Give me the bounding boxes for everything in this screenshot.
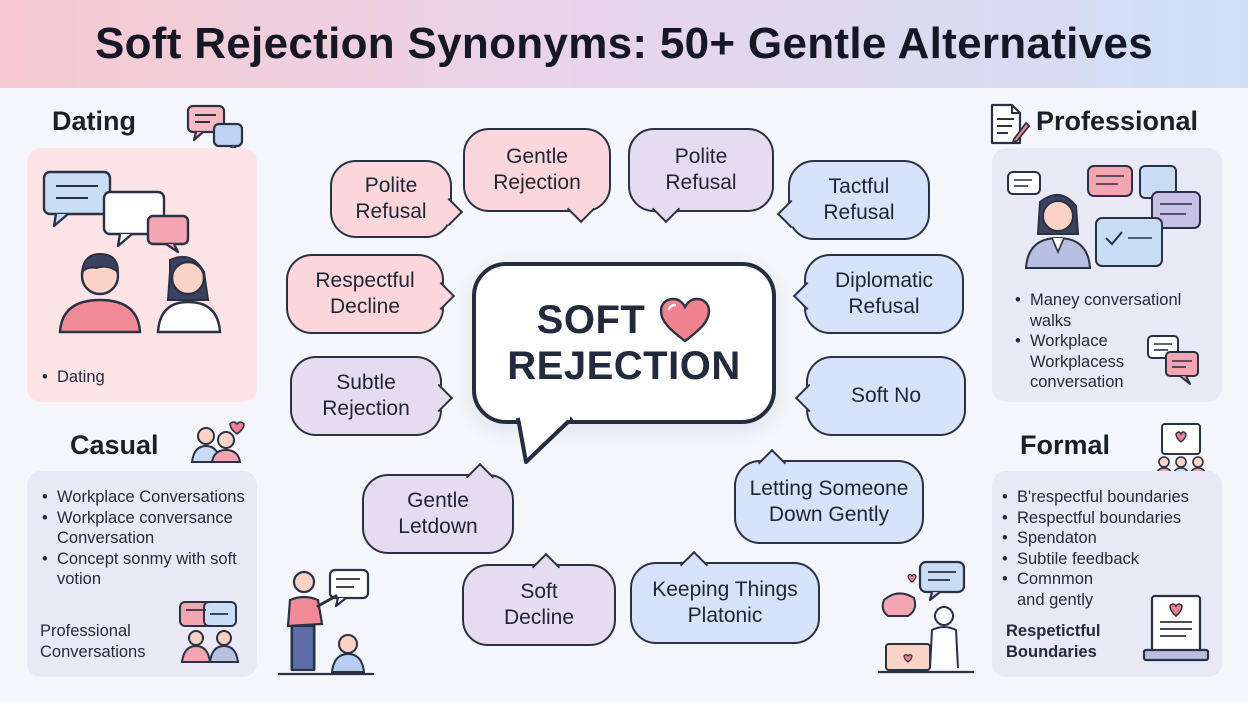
casual-footer: Professional Conversations	[40, 622, 146, 661]
title-banner: Soft Rejection Synonyms: 50+ Gentle Alte…	[0, 0, 1248, 88]
bubble-line: Down Gently	[768, 503, 890, 526]
center-title-line2: REJECTION	[507, 344, 741, 388]
speech-bubbles-icon	[186, 104, 246, 154]
bubble-line: Diplomatic	[834, 269, 934, 292]
list-item: Comnmon and gently	[1002, 569, 1122, 610]
bubble-line: Decline	[329, 295, 401, 318]
bubble-line: Letdown	[398, 515, 478, 538]
formal-list: B'respectful boundaries Respectful bound…	[1002, 487, 1217, 610]
heart-icon	[659, 297, 711, 343]
bubble-line: Gentle	[407, 489, 469, 512]
page-title: Soft Rejection Synonyms: 50+ Gentle Alte…	[94, 19, 1154, 68]
bubble-line: Refusal	[823, 201, 895, 224]
center-bubble-tail	[516, 414, 578, 466]
chat-bubbles-icon	[1146, 334, 1202, 386]
bubble-line: Respectful	[315, 269, 415, 292]
document-pen-icon	[988, 103, 1030, 145]
bubble-line: Refusal	[355, 200, 427, 223]
casual-list: Workplace Conversations Workplace conver…	[42, 487, 252, 590]
businesswoman-chat-icon	[1004, 162, 1204, 274]
list-item: Dating	[42, 367, 105, 388]
bubble-soft-no: Soft No	[794, 356, 966, 436]
center-bubble: SOFT REJECTION	[472, 262, 776, 424]
bubble-line: Rejection	[493, 171, 581, 194]
chat-people-icon	[176, 598, 246, 664]
certificate-icon	[1142, 594, 1210, 664]
bubble-line: Refusal	[848, 295, 920, 318]
bubble-line: Soft No	[850, 384, 922, 407]
list-item: B'respectful boundaries	[1002, 487, 1217, 508]
bubble-line: Polite	[674, 145, 728, 168]
casual-heading: Casual	[70, 430, 159, 460]
bubble-line: Decline	[503, 606, 575, 629]
bubble-line: Platonic	[687, 604, 763, 627]
list-item: Workplace Conversations	[42, 487, 252, 508]
dating-heading: Dating	[52, 106, 136, 136]
list-item: Spendaton	[1002, 528, 1217, 549]
formal-footer: Respetictful Boundaries	[1006, 622, 1101, 661]
center-title-line1: SOFT	[536, 298, 646, 342]
list-item: Subtile feedback	[1002, 549, 1217, 570]
list-item: Workplace Workplacess conversation	[1015, 331, 1143, 393]
dating-list: Dating	[42, 367, 105, 388]
person-laptop-icon	[878, 558, 974, 676]
formal-heading: Formal	[1020, 430, 1111, 460]
presenter-icon	[278, 566, 374, 678]
list-item: Concept sonmy with soft votion	[42, 549, 252, 590]
bubble-line: Keeping Things	[652, 578, 798, 601]
list-item: Workplace conversance Conversation	[42, 508, 252, 549]
bubble-line: Gentle	[506, 145, 568, 168]
bubble-line: Polite	[364, 174, 418, 197]
bubble-line: Soft	[520, 580, 558, 603]
friends-heart-icon	[190, 420, 246, 464]
bubble-line: Rejection	[322, 397, 410, 420]
professional-list: Maney conversationl walks Workplace Work…	[1015, 290, 1205, 393]
bubble-line: Tactful	[828, 175, 890, 198]
bubble-line: Subtle	[336, 371, 396, 394]
list-item: Respectful boundaries	[1002, 508, 1217, 529]
professional-heading: Professional	[1036, 106, 1199, 136]
couple-chat-icon	[40, 168, 230, 336]
meeting-board-icon	[1152, 422, 1210, 478]
bubble-line: Letting Someone	[749, 477, 909, 500]
list-item: Maney conversationl walks	[1015, 290, 1205, 331]
bubble-line: Refusal	[665, 171, 737, 194]
